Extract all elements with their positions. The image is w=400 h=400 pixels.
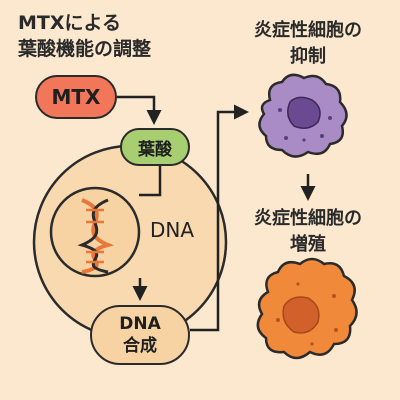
proliferation-line-2: 増殖 [290, 234, 326, 255]
diagram-title: MTXによる 葉酸機能の調整 [18, 10, 151, 62]
inhibition-line-1: 炎症性細胞の [254, 20, 362, 41]
dna-synthesis-line-1: DNA [119, 314, 161, 334]
arrow-mtx-to-folate [117, 95, 162, 125]
proliferation-label: 炎症性細胞の 増殖 [228, 206, 388, 258]
dna-synthesis-line-2: 合成 [123, 336, 157, 356]
inflammatory-cell-orange-icon [256, 257, 358, 360]
dna-helix-icon [77, 198, 115, 274]
line-folate-to-dna [139, 166, 162, 197]
folate-node: 葉酸 [120, 128, 190, 166]
inhibition-label: 炎症性細胞の 抑制 [228, 18, 388, 70]
arrow-to-inhibition [190, 104, 249, 332]
mtx-node: MTX [35, 75, 117, 119]
inflammatory-cell-purple-icon [258, 73, 348, 158]
proliferation-line-1: 炎症性細胞の [254, 208, 362, 229]
title-line-2: 葉酸機能の調整 [18, 38, 152, 60]
dna-label: DNA [150, 218, 195, 242]
inhibition-line-2: 抑制 [290, 46, 326, 67]
title-line-1: MTXによる [18, 12, 121, 34]
dna-synthesis-node: DNA 合成 [90, 305, 190, 365]
